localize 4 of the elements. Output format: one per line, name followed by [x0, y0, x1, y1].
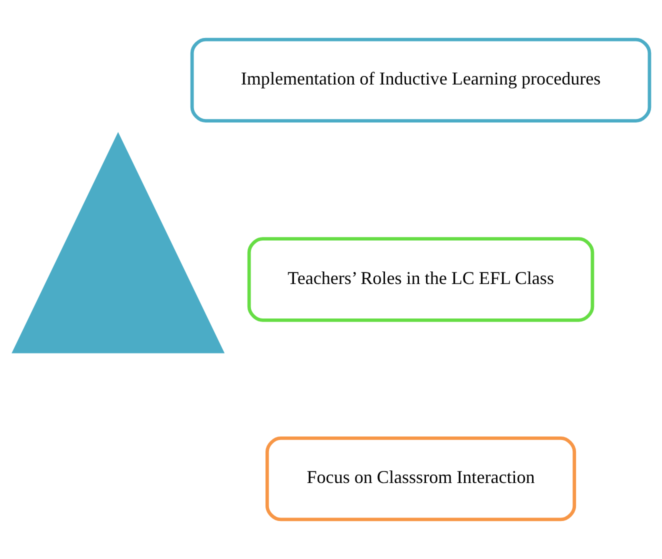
- node-box: Implementation of Inductive Learning procedures: [190, 38, 652, 123]
- node-box: Teachers’ Roles in the LC EFL Class: [247, 237, 594, 322]
- node-box: Focus on Classsrom Interaction: [266, 436, 576, 522]
- node-triangle: [12, 132, 225, 354]
